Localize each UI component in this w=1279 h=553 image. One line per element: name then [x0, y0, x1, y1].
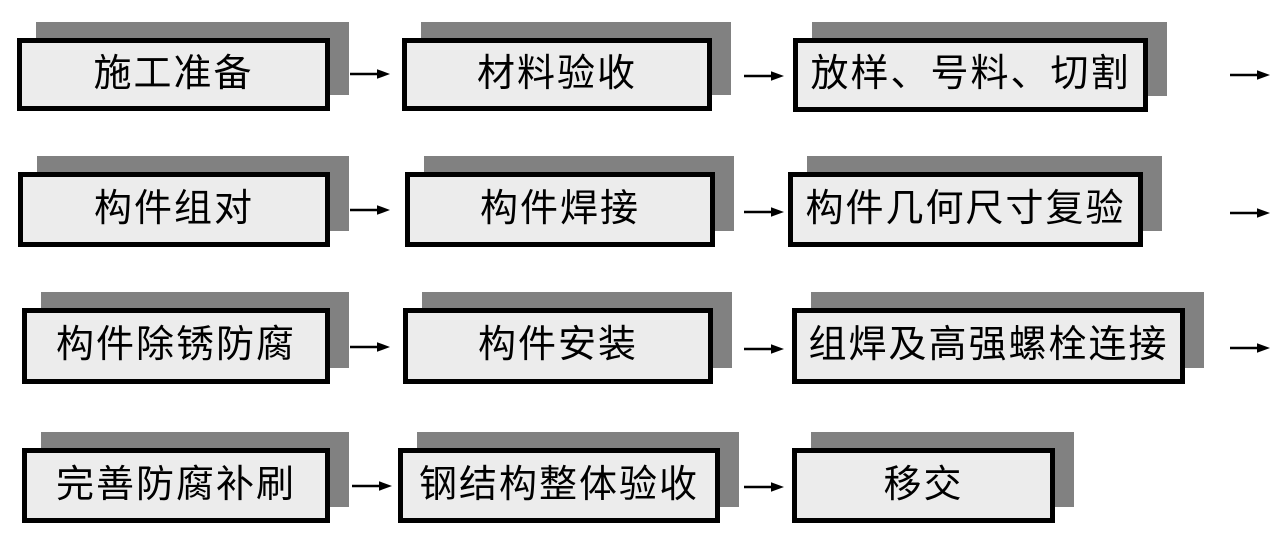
node-label: 构件焊接 — [479, 187, 640, 230]
right-arrow-icon — [350, 342, 390, 352]
right-arrow-icon — [350, 69, 390, 79]
right-arrow-icon — [744, 207, 784, 217]
right-arrow-icon — [744, 482, 784, 492]
right-arrow-icon — [744, 344, 784, 354]
right-arrow-icon — [1230, 70, 1270, 80]
node-label: 施工准备 — [93, 52, 254, 95]
flow-step-welding-and-bolt-connection: 组焊及高强螺栓连接 — [792, 308, 1185, 384]
node-label: 构件几何尺寸复验 — [805, 187, 1126, 230]
right-arrow-icon — [1230, 343, 1270, 353]
flow-step-anticorrosion-touchup: 完善防腐补刷 — [22, 448, 330, 523]
node-label: 材料验收 — [476, 52, 637, 95]
node-label: 钢结构整体验收 — [418, 463, 699, 506]
node-label: 构件安装 — [477, 324, 638, 366]
node-label: 组焊及高强螺栓连接 — [808, 324, 1169, 366]
flow-step-lofting-marking-cutting: 放样、号料、切割 — [793, 38, 1148, 112]
flow-step-component-pairing: 构件组对 — [18, 172, 330, 247]
right-arrow-icon — [744, 71, 784, 81]
right-arrow-icon — [350, 205, 390, 215]
right-arrow-icon — [1230, 208, 1270, 218]
flow-step-construction-preparation: 施工准备 — [17, 38, 330, 111]
flow-step-material-acceptance: 材料验收 — [402, 38, 712, 111]
node-label: 放样、号料、切割 — [810, 53, 1131, 95]
right-arrow-icon — [352, 481, 392, 491]
flow-step-rust-removal-anticorrosion: 构件除锈防腐 — [22, 308, 330, 384]
flow-step-geometry-reinspection: 构件几何尺寸复验 — [788, 172, 1143, 247]
flow-step-component-welding: 构件焊接 — [405, 172, 715, 247]
flow-step-component-installation: 构件安装 — [403, 308, 713, 384]
flow-step-overall-acceptance: 钢结构整体验收 — [398, 448, 720, 523]
node-label: 构件组对 — [93, 187, 254, 230]
node-label: 构件除锈防腐 — [55, 324, 296, 366]
node-label: 完善防腐补刷 — [55, 463, 296, 506]
flow-step-handover: 移交 — [792, 448, 1055, 523]
node-label: 移交 — [883, 463, 964, 506]
